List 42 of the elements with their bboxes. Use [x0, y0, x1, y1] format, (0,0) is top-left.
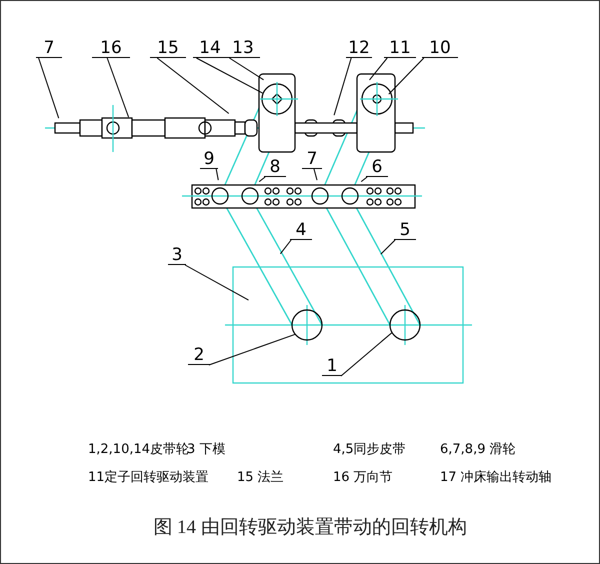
legend-text: 16 万向节 [333, 469, 393, 487]
callout-number: 16 [92, 39, 130, 58]
callout-number: 7 [302, 150, 322, 169]
callout-number: 6 [366, 158, 388, 177]
callout-number: 11 [384, 39, 416, 58]
leader-line [208, 334, 296, 366]
leader-line [184, 264, 249, 301]
legend-text: 4,5同步皮带 [333, 441, 406, 459]
callout-number: 2 [188, 346, 210, 365]
leader-line [216, 168, 219, 181]
callout-number: 14 [193, 39, 227, 58]
leader-line [369, 58, 388, 80]
leader-line [280, 240, 292, 254]
leader-line [196, 58, 263, 94]
callout-number: 5 [394, 221, 416, 240]
leader-line [106, 58, 130, 118]
legend-text: 1,2,10,14皮带轮 [88, 441, 190, 459]
callout-number: 7 [36, 39, 62, 58]
legend-text: 11定子回转驱动装置 [88, 469, 209, 487]
leader-line [388, 58, 424, 95]
figure-caption: 图 14 由回转驱动装置带动的回转机构 [152, 517, 468, 539]
callout-number: 12 [346, 39, 372, 58]
legend-text: 17 冲床输出转动轴 [440, 469, 552, 487]
callout-number: 3 [168, 246, 186, 265]
leader-line [38, 58, 60, 119]
leader-line [334, 58, 352, 116]
leader-line [360, 176, 368, 182]
callout-number: 10 [422, 39, 458, 58]
callout-number: 4 [290, 221, 312, 240]
leader-line [156, 58, 230, 114]
leader-line [228, 58, 264, 80]
leader-line [380, 240, 396, 255]
callout-number: 15 [150, 39, 186, 58]
callout-number: 13 [226, 39, 260, 58]
legend-text: 3 下模 [187, 441, 226, 459]
legend-text: 15 法兰 [237, 469, 284, 487]
leader-line [314, 168, 318, 181]
leader-line [258, 176, 266, 182]
callout-number: 9 [200, 150, 218, 169]
legend-text: 6,7,8,9 滑轮 [440, 441, 516, 459]
callout-number: 1 [322, 357, 342, 376]
callout-number: 8 [264, 158, 286, 177]
